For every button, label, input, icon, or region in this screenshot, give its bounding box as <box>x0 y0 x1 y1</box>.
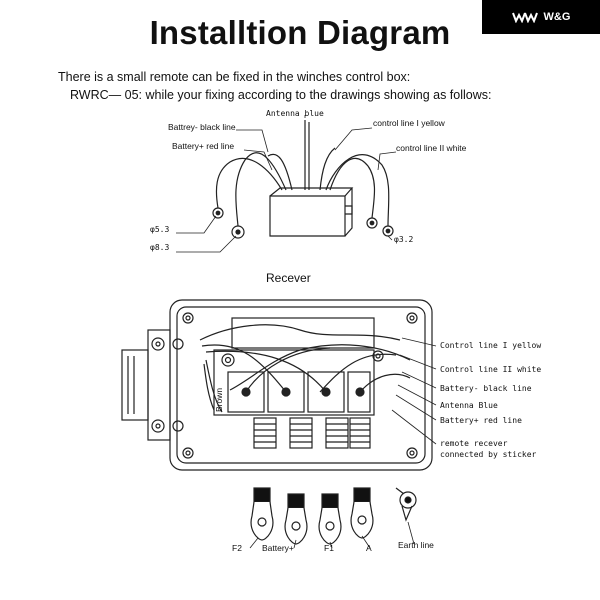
label-diameter-3-2: φ3.2 <box>394 235 413 244</box>
label-battery-neg-top: Battrey- black line <box>168 122 236 132</box>
label-brown: Brown <box>214 388 224 412</box>
receiver-module <box>215 120 390 237</box>
receiver-caption: Recever <box>266 271 311 285</box>
label-battery-pos: Battery+ red line <box>440 416 522 425</box>
intro-line-1: There is a small remote can be fixed in … <box>58 70 411 84</box>
page-title: Installtion Diagram <box>149 14 451 51</box>
intro-line-2: RWRC— 05: while your fixing according to… <box>70 88 492 102</box>
label-diameter-5-3: φ5.3 <box>150 225 169 234</box>
terminal-label-earth: Earth line <box>398 540 434 550</box>
label-control-line-2-top: control line II white <box>396 143 467 153</box>
terminal-lugs <box>250 487 417 545</box>
terminal-leaders <box>249 521 415 549</box>
label-diameter-8-3: φ8.3 <box>150 243 169 252</box>
receiver-lugs <box>212 207 394 239</box>
terminal-label-a: A <box>366 543 372 553</box>
control-box <box>121 299 433 471</box>
label-control-line-2: Control line II white <box>440 365 541 374</box>
brand-logo: W&G <box>482 0 600 34</box>
label-antenna-blue: Antenna blue <box>266 109 324 118</box>
label-antenna-blue-box: Antenna Blue <box>440 401 498 410</box>
terminal-label-battery-pos: Battery+ <box>262 543 294 553</box>
label-battery-neg: Battery- black line <box>440 384 532 393</box>
terminal-label-f1: F1 <box>324 543 334 553</box>
label-sticker: connected by sticker <box>440 450 537 459</box>
terminal-label-f2: F2 <box>232 543 242 553</box>
brand-name: W&G <box>543 11 571 23</box>
logo-mark-icon <box>511 12 538 23</box>
box-leader-lines <box>391 337 437 445</box>
label-control-line-1: Control line I yellow <box>440 341 541 350</box>
label-control-line-1-top: control line I yellow <box>373 118 446 128</box>
label-remote-receiver: remote recever <box>440 439 508 448</box>
top-leader-lines <box>176 115 397 253</box>
label-battery-pos-top: Battery+ red line <box>172 141 234 151</box>
